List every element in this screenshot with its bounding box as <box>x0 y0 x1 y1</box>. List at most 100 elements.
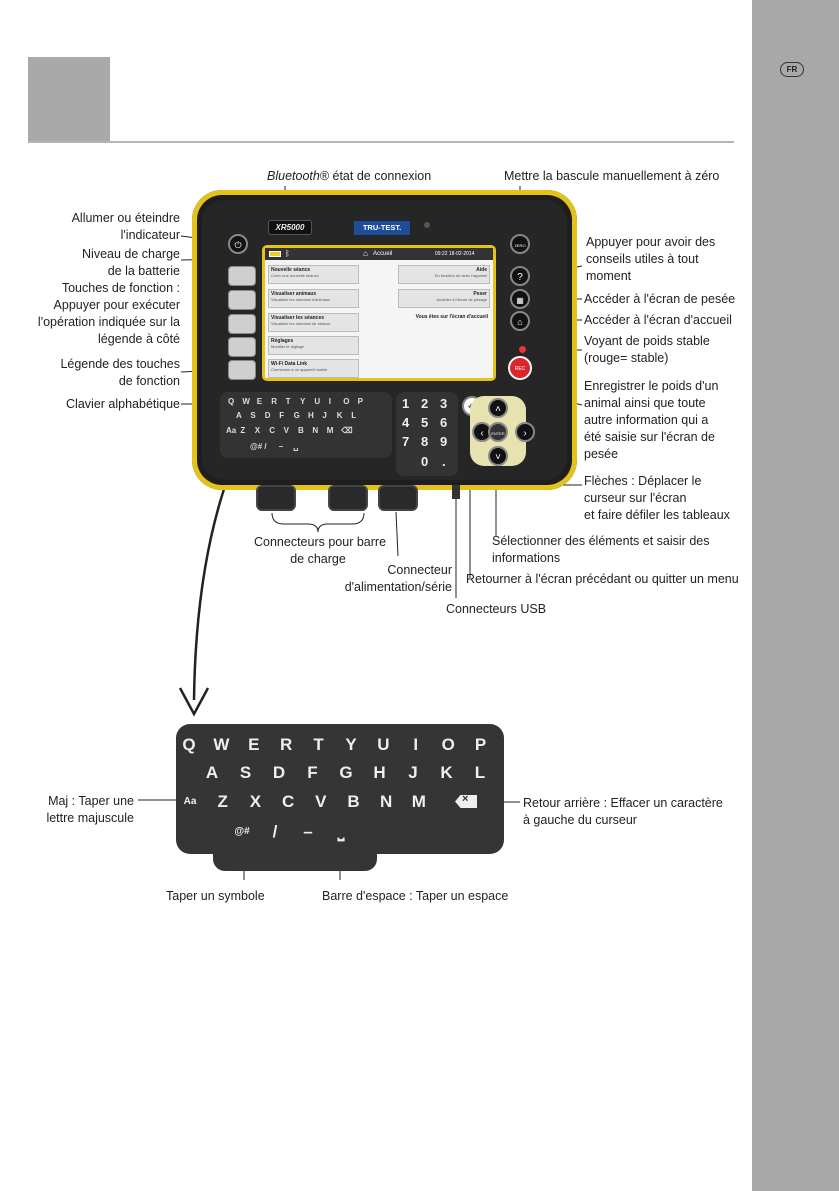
function-key-2[interactable] <box>228 290 256 310</box>
keyboard-key[interactable]: – <box>303 822 313 841</box>
device-key[interactable]: / <box>264 442 267 451</box>
numeric-key[interactable]: 5 <box>421 415 429 430</box>
keyboard-key[interactable]: H <box>373 763 386 782</box>
arrow-right-button[interactable]: › <box>515 422 535 442</box>
weigh-screen-button[interactable]: ▦ <box>510 289 530 309</box>
device-key[interactable]: V <box>283 426 289 435</box>
device-key[interactable]: F <box>279 411 285 420</box>
numeric-key[interactable]: 1 <box>402 396 410 411</box>
device-key[interactable]: ⌫ <box>341 426 353 435</box>
callout-stable-2: (rouge= stable) <box>584 351 669 365</box>
usb-connector <box>452 485 460 499</box>
device-key[interactable]: M <box>326 426 334 435</box>
device-key[interactable]: C <box>269 426 275 435</box>
keyboard-key[interactable]: Aa <box>183 796 197 807</box>
keyboard-key[interactable]: I <box>413 735 419 754</box>
device-key[interactable]: H <box>308 411 314 420</box>
numeric-key[interactable]: 6 <box>440 415 448 430</box>
device-key[interactable]: W <box>242 397 250 406</box>
backspace-key[interactable] <box>455 795 477 808</box>
device-key[interactable]: K <box>336 411 343 420</box>
arrow-down-button[interactable]: ˅ <box>488 446 508 466</box>
keyboard-key[interactable]: @# <box>234 826 250 837</box>
arrow-up-button[interactable]: ˄ <box>488 398 508 418</box>
keyboard-key[interactable]: F <box>307 763 318 782</box>
keyboard-key[interactable]: M <box>411 792 426 811</box>
keyboard-key[interactable]: D <box>272 763 286 782</box>
device-key[interactable]: – <box>278 442 284 451</box>
numeric-key[interactable]: 0 <box>421 454 429 469</box>
record-button[interactable]: REC <box>508 356 532 380</box>
keyboard-key[interactable]: J <box>408 763 418 782</box>
keyboard-key[interactable]: Y <box>345 735 357 754</box>
device-key[interactable]: L <box>351 411 357 420</box>
keyboard-key[interactable]: R <box>280 735 293 754</box>
function-key-1[interactable] <box>228 266 256 286</box>
device-key[interactable]: D <box>264 411 271 420</box>
device-key[interactable]: ␣ <box>293 442 299 451</box>
keyboard-key[interactable]: B <box>347 792 360 811</box>
device-key[interactable]: Aa <box>226 426 237 435</box>
device-key[interactable]: G <box>293 411 300 420</box>
numeric-key[interactable]: 7 <box>402 434 410 449</box>
device-key[interactable]: Y <box>300 397 306 406</box>
keyboard-key[interactable]: / <box>272 822 278 841</box>
numeric-key[interactable]: 2 <box>421 396 429 411</box>
device-key[interactable]: U <box>314 397 321 406</box>
keyboard-key[interactable]: P <box>474 735 487 754</box>
keyboard-key[interactable]: L <box>474 763 486 782</box>
device-key[interactable]: @# <box>250 442 263 451</box>
numeric-key[interactable]: . <box>442 454 446 469</box>
numeric-key[interactable]: 3 <box>440 396 448 411</box>
keyboard-key[interactable]: U <box>377 735 390 754</box>
keyboard-key[interactable]: Z <box>217 792 228 811</box>
numeric-key[interactable]: 9 <box>440 434 448 449</box>
device-key[interactable]: Q <box>228 397 235 406</box>
help-button[interactable]: ? <box>510 266 530 286</box>
device-key[interactable]: Z <box>240 426 246 435</box>
device-key[interactable]: O <box>343 397 350 406</box>
enter-button[interactable]: ENTER <box>488 422 508 442</box>
numeric-key[interactable]: 4 <box>402 415 410 430</box>
function-key-5[interactable] <box>228 360 256 380</box>
device-key[interactable]: N <box>312 426 319 435</box>
device-key[interactable]: S <box>250 411 256 420</box>
numeric-key[interactable]: 8 <box>421 434 429 449</box>
keyboard-key[interactable]: Q <box>182 735 196 754</box>
device-key[interactable]: B <box>298 426 304 435</box>
keyboard-key[interactable]: A <box>205 763 219 782</box>
keyboard-key[interactable]: N <box>380 792 393 811</box>
keyboard-key[interactable]: X <box>249 792 262 811</box>
keyboard-key[interactable]: G <box>339 763 353 782</box>
keyboard-key[interactable]: S <box>239 763 252 782</box>
device-key[interactable]: T <box>285 397 291 406</box>
power-button[interactable]: ⏻ <box>228 234 248 254</box>
keyboard-key[interactable]: C <box>281 792 295 811</box>
device-key[interactable]: A <box>236 411 242 420</box>
device-key[interactable]: P <box>357 397 363 406</box>
device-key[interactable]: E <box>256 397 263 406</box>
callout-help-3: moment <box>586 269 632 283</box>
device-key[interactable]: I <box>328 397 332 406</box>
device-key[interactable]: R <box>271 397 277 406</box>
zero-button[interactable]: ZERO <box>510 234 530 254</box>
home-button[interactable]: ⌂ <box>510 311 530 331</box>
device-key[interactable]: X <box>254 426 261 435</box>
keyboard-key[interactable]: E <box>248 735 260 754</box>
function-key-4[interactable] <box>228 337 256 357</box>
keyboard-key[interactable]: ⎵ <box>337 822 345 841</box>
device-key[interactable]: J <box>322 411 327 420</box>
keyboard-key[interactable]: O <box>441 735 455 754</box>
keyboard-key[interactable]: K <box>440 763 453 782</box>
keyboard-key[interactable]: W <box>213 735 230 754</box>
function-key-3[interactable] <box>228 314 256 334</box>
keyboard-key[interactable]: V <box>315 792 327 811</box>
keyboard-key[interactable]: T <box>313 735 324 754</box>
